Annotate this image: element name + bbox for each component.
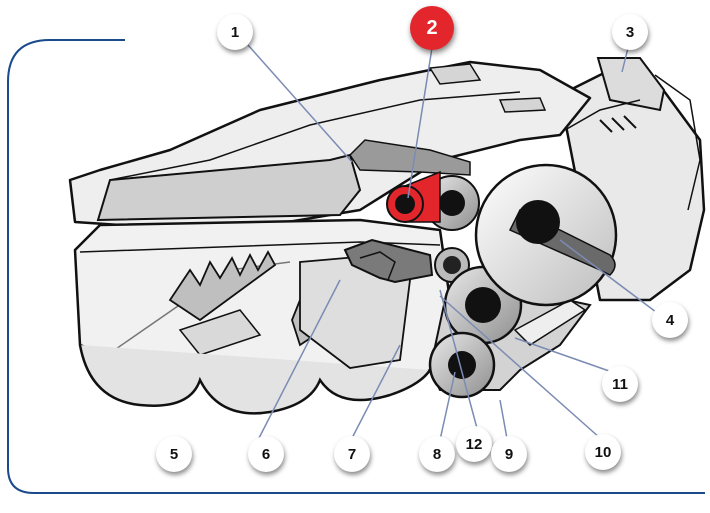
callout-1: 1 <box>217 14 253 50</box>
callout-8: 8 <box>419 436 455 472</box>
drum <box>474 163 618 307</box>
frame-border <box>7 39 705 494</box>
callout-9: 9 <box>491 436 527 472</box>
callout-6: 6 <box>248 436 284 472</box>
callout-10: 10 <box>585 434 621 470</box>
callout-7: 7 <box>334 436 370 472</box>
top-cover <box>68 60 592 232</box>
callout-2: 2 <box>410 6 454 50</box>
callout-11: 11 <box>602 366 638 402</box>
callout-4: 4 <box>652 302 688 338</box>
highlighted-roller <box>386 170 441 223</box>
callout-3: 3 <box>612 14 648 50</box>
callout-12: 12 <box>456 426 492 462</box>
leader-lines <box>247 44 657 445</box>
roller-group <box>424 175 523 399</box>
callout-5: 5 <box>156 436 192 472</box>
wiper-blade <box>343 238 434 284</box>
